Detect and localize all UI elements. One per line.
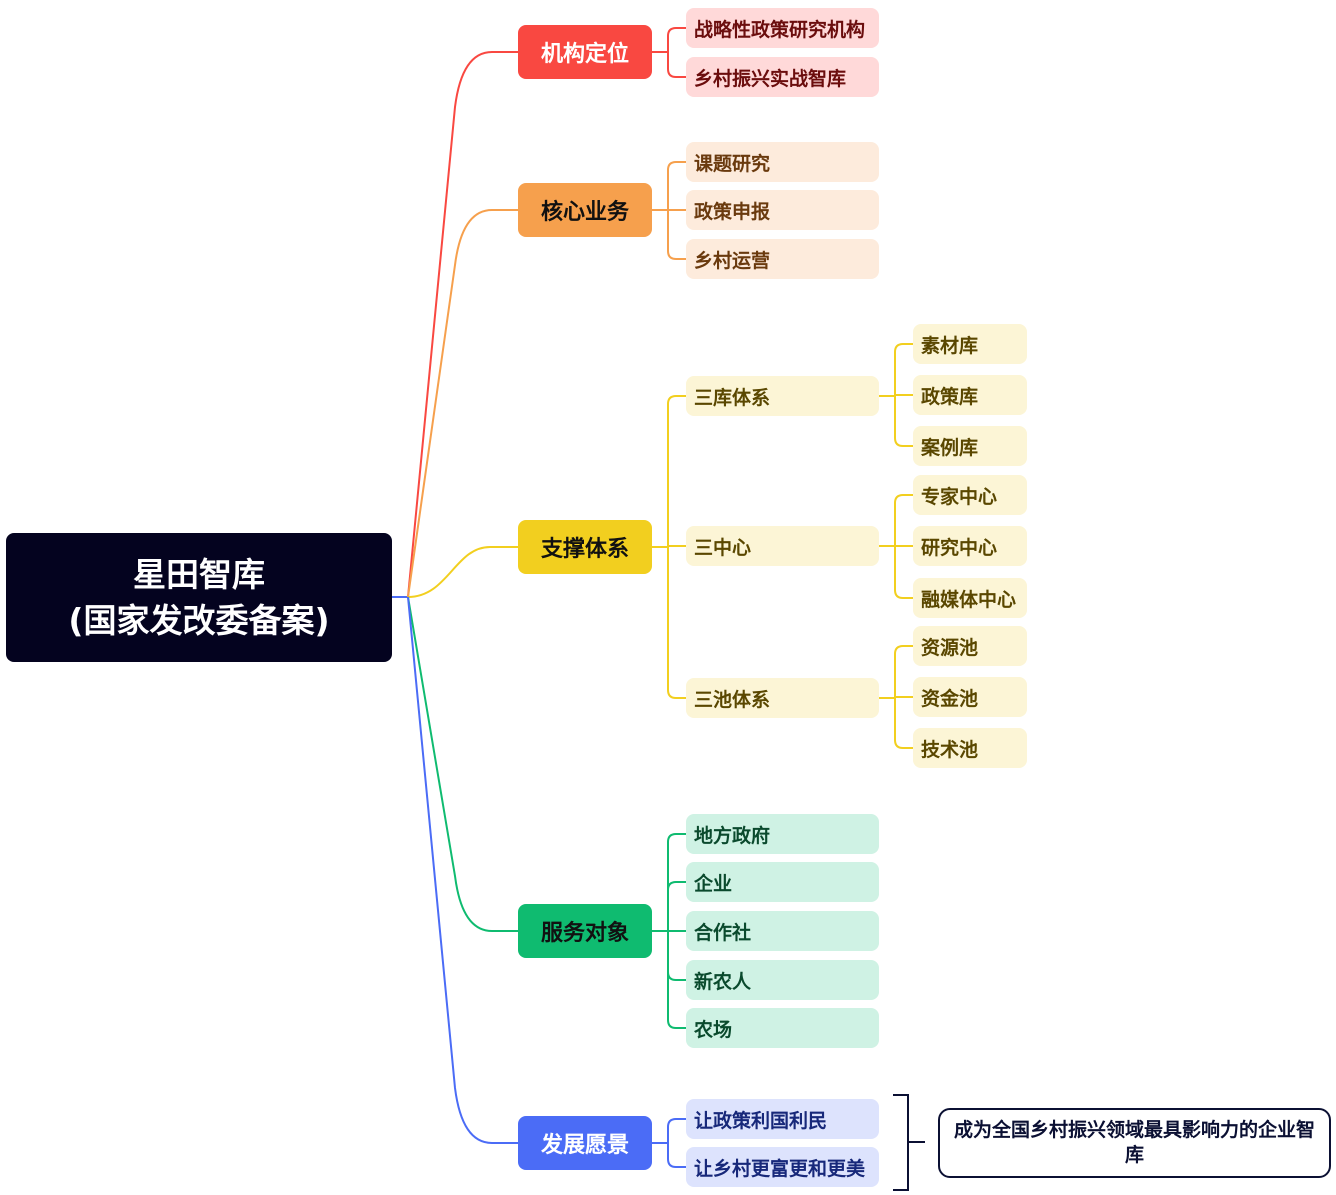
branch-vision[interactable]: 发展愿景 xyxy=(518,1116,652,1170)
grandchild-node[interactable]: 素材库 xyxy=(913,324,1027,364)
link-grandchildren xyxy=(894,698,913,749)
link-root-service-targets xyxy=(407,596,518,932)
grandchild-node-label: 素材库 xyxy=(921,334,979,357)
branch-positioning[interactable]: 机构定位 xyxy=(518,25,652,79)
grandchild-node[interactable]: 案例库 xyxy=(913,426,1027,466)
child-node[interactable]: 新农人 xyxy=(686,960,879,1000)
child-node-label: 合作社 xyxy=(694,921,752,944)
link-core-business-children xyxy=(667,210,686,260)
grandchild-node[interactable]: 融媒体中心 xyxy=(913,578,1027,618)
link-grandchildren xyxy=(894,396,913,447)
link-grandchildren xyxy=(894,546,913,599)
child-node[interactable]: 让政策利国利民 xyxy=(686,1099,879,1139)
link-vision-children xyxy=(667,1118,686,1143)
branch-positioning-label: 机构定位 xyxy=(540,42,629,67)
child-node[interactable]: 让乡村更富更和更美 xyxy=(686,1147,879,1187)
child-node-label: 农场 xyxy=(694,1018,733,1041)
link-positioning-children xyxy=(667,52,686,78)
link-service-targets-children xyxy=(667,931,686,1029)
link-root-core-business xyxy=(407,209,518,598)
link-root-support-system xyxy=(407,546,518,598)
child-node-label: 战略性政策研究机构 xyxy=(694,18,866,41)
grandchild-node[interactable]: 研究中心 xyxy=(913,526,1027,566)
link-service-targets-children xyxy=(667,881,686,931)
child-node[interactable]: 战略性政策研究机构 xyxy=(686,8,879,48)
link-vision-children xyxy=(667,1143,686,1168)
child-node[interactable]: 乡村振兴实战智库 xyxy=(686,57,879,97)
child-node-label: 三中心 xyxy=(694,536,752,559)
link-grandchildren xyxy=(894,343,913,396)
branch-service-targets[interactable]: 服务对象 xyxy=(518,904,652,958)
grandchild-node-label: 资源池 xyxy=(921,636,979,659)
child-node-label: 乡村运营 xyxy=(694,249,771,272)
link-grandchildren xyxy=(894,645,913,698)
branch-service-targets-label: 服务对象 xyxy=(540,921,629,946)
child-node[interactable]: 企业 xyxy=(686,862,879,902)
child-node-label: 让政策利国利民 xyxy=(694,1109,828,1132)
grandchild-node-label: 专家中心 xyxy=(921,485,998,508)
grandchild-node[interactable]: 资源池 xyxy=(913,626,1027,666)
child-node-label: 让乡村更富更和更美 xyxy=(694,1157,866,1180)
link-root-vision xyxy=(407,596,518,1144)
child-node[interactable]: 三库体系 xyxy=(686,376,879,416)
child-node-label: 地方政府 xyxy=(694,824,771,847)
child-node-label: 三池体系 xyxy=(694,688,771,711)
grandchild-node-label: 研究中心 xyxy=(921,536,998,559)
child-node[interactable]: 课题研究 xyxy=(686,142,879,182)
child-node[interactable]: 农场 xyxy=(686,1008,879,1048)
child-node-label: 三库体系 xyxy=(694,386,771,409)
grandchild-node-label: 案例库 xyxy=(921,436,979,459)
child-node[interactable]: 三中心 xyxy=(686,526,879,566)
child-node-label: 乡村振兴实战智库 xyxy=(694,67,847,90)
child-node[interactable]: 地方政府 xyxy=(686,814,879,854)
child-node[interactable]: 合作社 xyxy=(686,911,879,951)
grandchild-node[interactable]: 政策库 xyxy=(913,375,1027,415)
child-node-label: 企业 xyxy=(694,872,733,895)
link-support-system-children xyxy=(667,545,686,548)
grandchild-node-label: 资金池 xyxy=(921,687,979,710)
grandchild-node[interactable]: 技术池 xyxy=(913,728,1027,768)
grandchild-node-label: 政策库 xyxy=(921,385,979,408)
child-node-label: 新农人 xyxy=(694,970,752,993)
grandchild-node-label: 技术池 xyxy=(921,738,979,761)
root-subtitle: (国家发改委备案) xyxy=(68,600,330,640)
child-node[interactable]: 三池体系 xyxy=(686,678,879,718)
child-node[interactable]: 政策申报 xyxy=(686,190,879,230)
summary-text: 成为全国乡村振兴领域最具影响力的企业智库 xyxy=(954,1119,1316,1166)
link-service-targets-children xyxy=(667,931,686,981)
summary-node[interactable]: 成为全国乡村振兴领域最具影响力的企业智库 xyxy=(938,1108,1331,1178)
child-node[interactable]: 乡村运营 xyxy=(686,239,879,279)
child-node-label: 政策申报 xyxy=(694,200,771,223)
branch-vision-label: 发展愿景 xyxy=(540,1133,629,1158)
link-support-system-children xyxy=(667,547,686,699)
link-core-business-children xyxy=(667,161,686,210)
branch-support-system[interactable]: 支撑体系 xyxy=(518,520,652,574)
link-root-positioning xyxy=(407,51,518,598)
grandchild-node[interactable]: 资金池 xyxy=(913,677,1027,717)
branch-support-system-label: 支撑体系 xyxy=(540,537,629,562)
link-grandchildren xyxy=(894,494,913,546)
link-positioning-children xyxy=(667,27,686,52)
summary-bracket xyxy=(893,1094,909,1191)
link-service-targets-children xyxy=(667,833,686,931)
link-support-system-children xyxy=(667,395,686,547)
link-grandchildren xyxy=(894,696,913,699)
grandchild-node[interactable]: 专家中心 xyxy=(913,475,1027,515)
branch-core-business[interactable]: 核心业务 xyxy=(518,183,652,237)
root-title: 星田智库 xyxy=(133,554,265,594)
root-node[interactable]: 星田智库 (国家发改委备案) xyxy=(6,533,392,662)
child-node-label: 课题研究 xyxy=(694,152,771,175)
grandchild-node-label: 融媒体中心 xyxy=(921,588,1017,611)
link-grandchildren xyxy=(894,394,913,397)
branch-core-business-label: 核心业务 xyxy=(540,200,629,225)
